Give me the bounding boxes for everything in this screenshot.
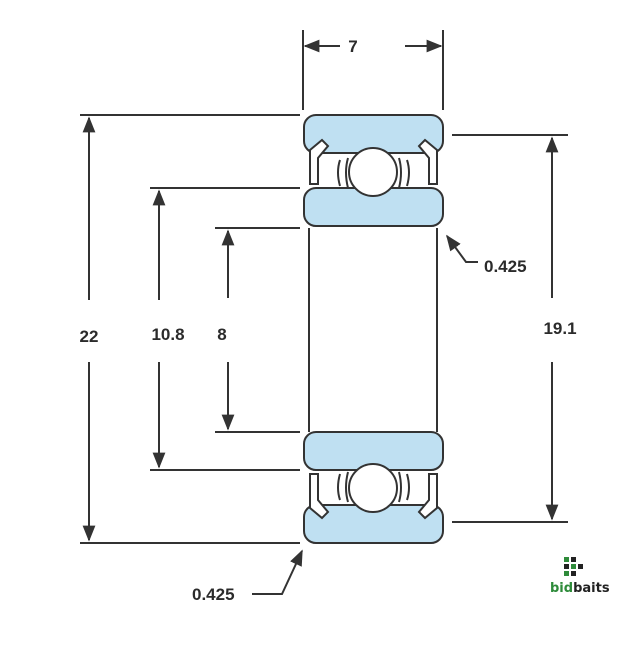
bottom-cage-left: [337, 473, 341, 501]
bore-label: 8: [217, 325, 226, 344]
width-label: 7: [348, 37, 357, 56]
top-cage-right: [406, 159, 410, 187]
bottom-cage-right: [406, 473, 410, 501]
top-section: [303, 114, 444, 227]
logo-mark-icon: [564, 557, 583, 576]
logo-text-baits: baits: [573, 581, 610, 596]
bottom-right-seal: [417, 473, 438, 520]
dimension-labels: 7 22 10.8 8 19.1 0.425 0.425: [80, 37, 577, 604]
chamfer-outer-leader: [252, 549, 303, 595]
bidbaits-logo: bidbaits: [550, 557, 610, 596]
bottom-section: [303, 431, 444, 544]
top-ball: [348, 147, 398, 197]
bottom-ball: [348, 463, 398, 513]
top-right-seal: [417, 138, 438, 185]
top-cage-left: [337, 159, 341, 187]
logo-text-bid: bid: [550, 581, 573, 596]
bottom-left-seal: [309, 473, 330, 520]
outer-diameter-label: 22: [80, 327, 99, 346]
chamfer-inner-leader: [446, 234, 478, 263]
chamfer-inner-label: 0.425: [484, 257, 527, 276]
extension-lines: [80, 30, 568, 544]
top-left-seal: [309, 138, 330, 185]
dimension-lines: [82, 39, 559, 595]
chamfer-outer-label: 0.425: [192, 585, 235, 604]
bore-shoulder-label: 10.8: [151, 325, 184, 344]
bearing-body: [303, 114, 444, 544]
outer-shoulder-label: 19.1: [543, 319, 576, 338]
svg-text:bidbaits: bidbaits: [550, 581, 610, 596]
